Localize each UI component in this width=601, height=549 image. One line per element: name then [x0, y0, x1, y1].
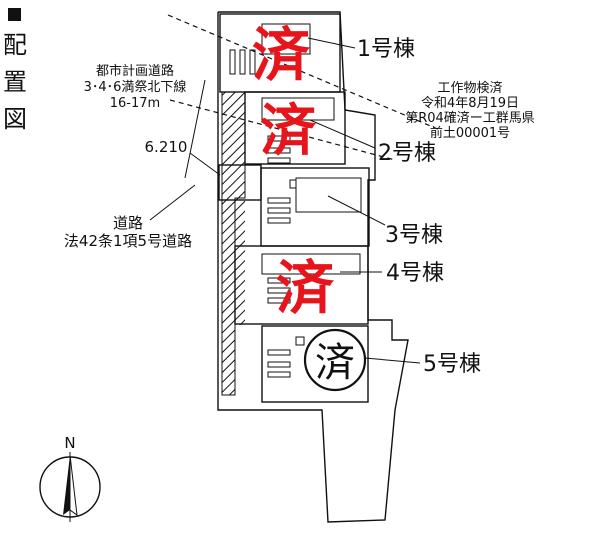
building-5-detail — [295, 336, 305, 346]
setback-line-1 — [167, 14, 441, 131]
lot-2 — [244, 91, 346, 165]
building-2-footprint — [261, 97, 335, 121]
building-3-footprint — [295, 177, 362, 213]
lot-5 — [261, 325, 369, 403]
road-top-name: 都市計画道路 — [96, 63, 174, 79]
inspection-line-3: 第R04確済ー工群馬県 — [405, 110, 535, 126]
parking-1 — [229, 49, 256, 75]
building-3-detail — [289, 179, 297, 189]
parking-4 — [267, 277, 291, 304]
setback-line-2 — [169, 99, 396, 161]
parking-5 — [267, 349, 291, 378]
road-top-width: 16-17m — [110, 96, 160, 111]
leader-building-5 — [364, 357, 421, 364]
road-side-name: 道路 — [113, 214, 143, 232]
building-1-stamp: 済 — [252, 21, 311, 89]
leader-road-side — [149, 184, 196, 221]
inspection-line-4: 前土00001号 — [430, 125, 510, 141]
building-4-footprint — [261, 253, 361, 275]
building-4-label: 4号棟 — [386, 261, 444, 286]
title-char-3: 図 — [3, 105, 27, 133]
inspection-line-1: 工作物検済 — [437, 80, 502, 96]
building-2-label: 2号棟 — [378, 141, 436, 166]
title-marker — [8, 8, 21, 21]
road-side-type: 法42条1項5号道路 — [64, 232, 192, 250]
building-4-stamp: 済 — [276, 254, 335, 322]
building-1-label: 1号棟 — [357, 37, 415, 62]
lot-4 — [234, 245, 369, 325]
title-char-1: 配 — [3, 31, 27, 59]
road-hatch-inner — [235, 198, 245, 325]
inspection-line-2: 令和4年8月19日 — [421, 96, 519, 111]
building-5-stamp-circle — [303, 328, 367, 392]
title-char-2: 置 — [3, 68, 27, 96]
site-outline — [217, 11, 409, 523]
leader-building-1 — [307, 37, 356, 49]
building-2-stamp: 済 — [260, 99, 317, 164]
north-arrow-icon — [39, 452, 101, 522]
leader-road-top — [184, 79, 206, 179]
parking-3 — [267, 197, 291, 224]
leader-building-2 — [309, 119, 376, 149]
building-5-label: 5号棟 — [423, 352, 481, 377]
parking-2 — [267, 135, 291, 164]
building-3-label: 3号棟 — [385, 223, 443, 248]
road-width-value: 6.210 — [145, 138, 188, 156]
north-label: N — [64, 434, 75, 452]
building-1-footprint — [261, 23, 311, 55]
leader-road-width — [189, 152, 221, 176]
lot-3 — [260, 167, 370, 247]
leader-building-3 — [327, 195, 386, 226]
road-top-route: 3･4･6満祭北下線 — [84, 79, 187, 95]
building-5-stamp: 済 — [315, 340, 355, 386]
